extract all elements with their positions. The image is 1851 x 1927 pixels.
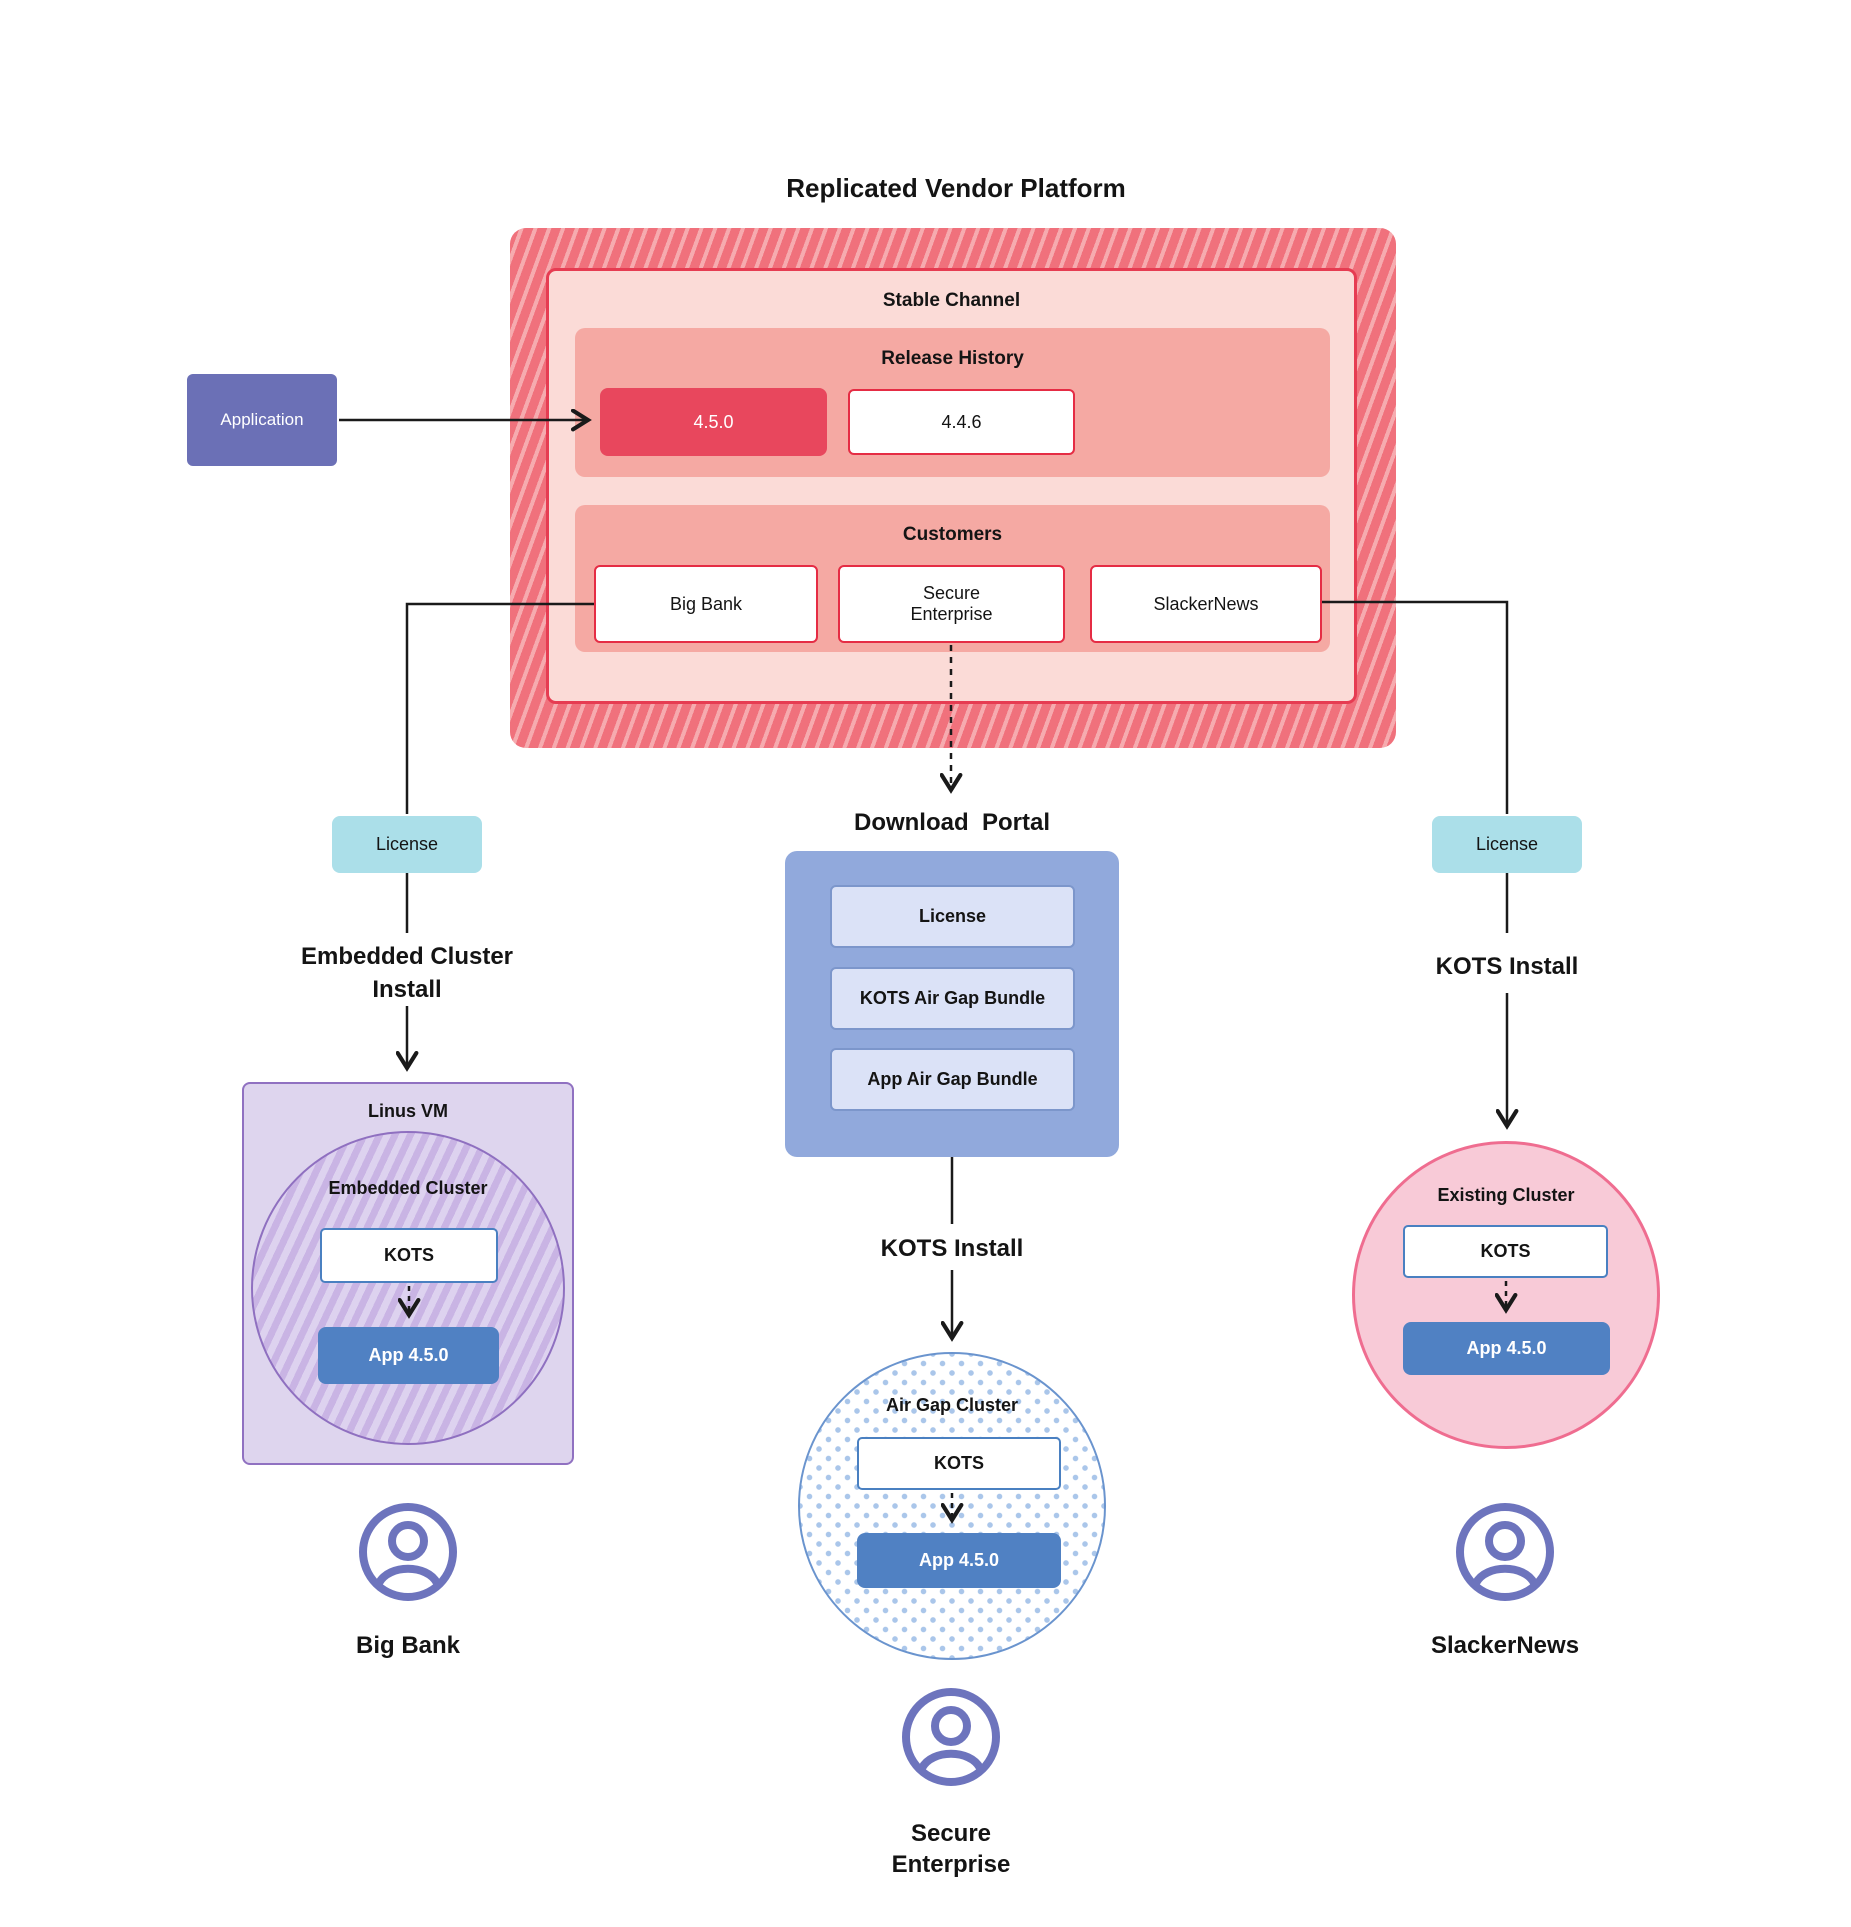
customers-label: Customers <box>902 524 1003 545</box>
application-box: Application <box>187 374 337 466</box>
big-bank-user-icon <box>356 1500 460 1604</box>
left-app-box: App 4.5.0 <box>318 1327 499 1384</box>
slackernews-user-label: SlackerNews <box>1430 1632 1580 1660</box>
right-install-label: KOTS Install <box>1435 953 1579 981</box>
stable-channel-label: Stable Channel <box>882 290 1021 311</box>
portal-app-bundle-box: App Air Gap Bundle <box>830 1048 1075 1111</box>
release-version-previous: 4.4.6 <box>848 389 1075 455</box>
center-app-box: App 4.5.0 <box>857 1533 1061 1588</box>
secure-enterprise-user-label: Secure Enterprise <box>891 1819 1011 1878</box>
center-install-label: KOTS Install <box>880 1235 1024 1263</box>
existing-cluster-label: Existing Cluster <box>1437 1184 1575 1205</box>
right-kots-box: KOTS <box>1403 1225 1608 1278</box>
left-install-label: Embedded Cluster Install <box>300 942 520 1003</box>
slackernews-user-icon <box>1453 1500 1557 1604</box>
center-kots-box: KOTS <box>857 1437 1061 1490</box>
air-gap-cluster-label: Air Gap Cluster <box>885 1394 1019 1415</box>
big-bank-user-label: Big Bank <box>355 1632 460 1660</box>
right-license-box: License <box>1432 816 1582 873</box>
customer-secure-enterprise: Secure Enterprise <box>838 565 1065 643</box>
linus-vm-label: Linus VM <box>368 1100 448 1121</box>
embedded-cluster-label: Embedded Cluster <box>328 1177 488 1198</box>
customer-big-bank: Big Bank <box>594 565 818 643</box>
portal-license-box: License <box>830 885 1075 948</box>
left-license-box: License <box>332 816 482 873</box>
customer-slackernews: SlackerNews <box>1090 565 1322 643</box>
portal-kots-bundle-box: KOTS Air Gap Bundle <box>830 967 1075 1030</box>
download-portal-label: Download Portal <box>853 809 1050 837</box>
left-kots-box: KOTS <box>320 1228 498 1283</box>
release-history-label: Release History <box>881 348 1024 369</box>
right-app-box: App 4.5.0 <box>1403 1322 1610 1375</box>
release-version-current: 4.5.0 <box>600 388 827 456</box>
diagram-title: Replicated Vendor Platform <box>786 172 1126 203</box>
secure-enterprise-user-icon <box>899 1685 1003 1789</box>
